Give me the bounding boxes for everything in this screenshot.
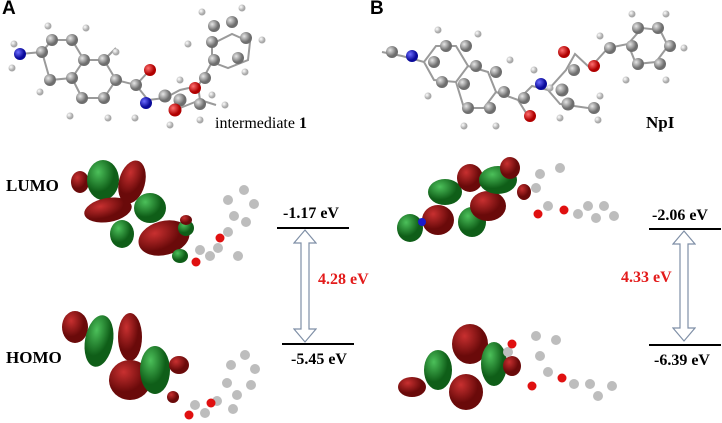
gap-energy-b: 4.33 eV: [621, 269, 672, 286]
npi-lumo-orbital: [397, 157, 619, 242]
intermediate-label-text: intermediate: [215, 115, 299, 132]
gap-energy-a: 4.28 eV: [318, 271, 369, 288]
homo-label: HOMO: [6, 348, 62, 367]
double-arrow-icon: [672, 230, 696, 342]
intermediate-label-number: 1: [298, 115, 307, 132]
npi-label: NpI: [646, 113, 675, 132]
panel-a-letter: A: [2, 0, 16, 19]
homo-energy-b: -6.39 eV: [654, 352, 710, 369]
lumo-energy-a: -1.17 eV: [283, 205, 339, 222]
homo-level-line-b: [649, 344, 721, 346]
double-arrow-icon: [293, 229, 317, 343]
panel-b-letter: B: [370, 0, 384, 19]
intermediate-1-lumo-orbital: [71, 160, 259, 267]
npi-molecule: [381, 10, 688, 130]
homo-level-line-a: [282, 343, 354, 345]
lumo-energy-b: -2.06 eV: [652, 207, 708, 224]
lumo-level-line-b: [649, 228, 721, 230]
npi-homo-orbital: [398, 324, 617, 410]
lumo-label: LUMO: [6, 176, 59, 195]
lumo-level-line-a: [277, 227, 349, 229]
intermediate-1-molecule: [8, 4, 266, 129]
intermediate-1-label: intermediate 1: [215, 115, 307, 133]
homo-energy-a: -5.45 eV: [291, 351, 347, 368]
intermediate-1-homo-orbital: [62, 311, 260, 420]
